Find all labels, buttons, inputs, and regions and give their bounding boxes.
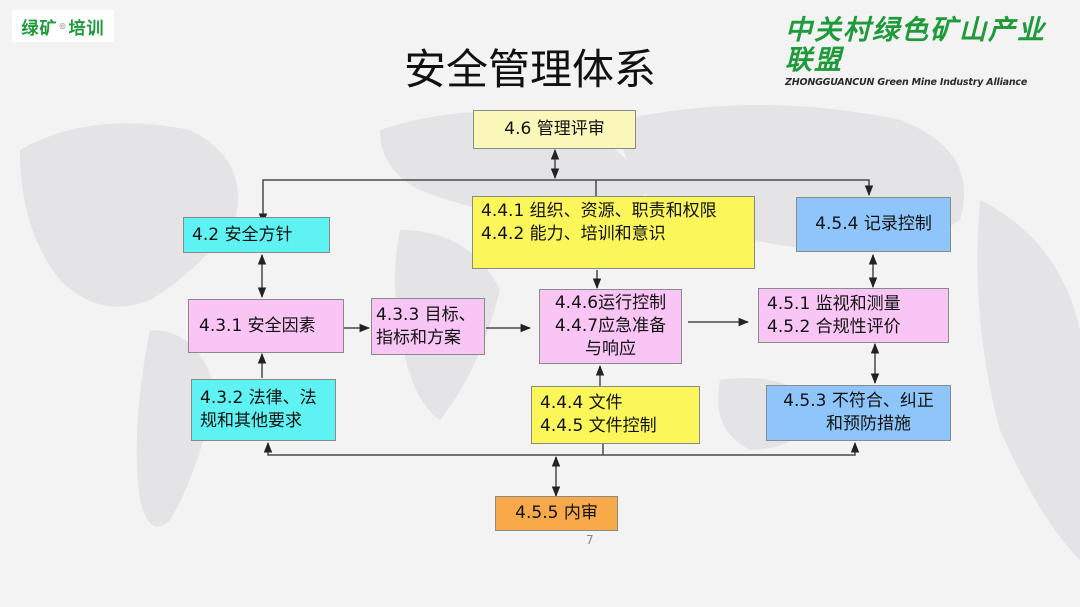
node-label: 指标和方案 bbox=[376, 327, 461, 348]
logo-left: 绿矿®培训 bbox=[12, 10, 114, 42]
page-title: 安全管理体系 bbox=[403, 45, 656, 94]
node-operation-control: 4.4.6运行控制 4.4.7应急准备 与响应 bbox=[539, 289, 682, 364]
registered-mark: ® bbox=[58, 21, 68, 31]
node-org-resources: 4.4.1 组织、资源、职责和权限 4.4.2 能力、培训和意识 bbox=[472, 196, 755, 269]
logo-left-part2: 培训 bbox=[68, 18, 105, 39]
node-legal-requirements: 4.3.2 法律、法 规和其他要求 bbox=[191, 379, 336, 441]
node-label: 4.4.6运行控制 bbox=[554, 293, 667, 313]
node-nonconformity: 4.5.3 不符合、纠正 和预防措施 bbox=[766, 385, 951, 441]
node-label: 4.3.3 目标、 bbox=[376, 304, 476, 325]
node-label: 和预防措施 bbox=[826, 414, 911, 434]
node-label: 4.2 安全方针 bbox=[192, 224, 293, 245]
node-label: 4.4.4 文件 bbox=[540, 393, 623, 413]
node-management-review: 4.6 管理评审 bbox=[473, 110, 636, 149]
node-internal-audit: 4.5.5 内审 bbox=[495, 496, 618, 531]
node-label: 4.5.1 监视和测量 bbox=[767, 293, 901, 314]
logo-right: 中关村绿色矿山产业联盟 ZHONGGUANCUN Green Mine Indu… bbox=[785, 15, 1060, 89]
node-label: 4.3.1 安全因素 bbox=[199, 315, 316, 336]
node-label: 4.5.4 记录控制 bbox=[815, 214, 932, 234]
alliance-name-en: ZHONGGUANCUN Green Mine Industry Allianc… bbox=[785, 77, 1028, 88]
node-documents: 4.4.4 文件 4.4.5 文件控制 bbox=[531, 386, 700, 444]
logo-left-part1: 绿矿 bbox=[21, 18, 58, 39]
node-monitoring: 4.5.1 监视和测量 4.5.2 合规性评价 bbox=[758, 288, 949, 343]
node-label: 4.3.2 法律、法 bbox=[200, 388, 317, 408]
node-label: 4.6 管理评审 bbox=[504, 119, 605, 139]
node-objectives: 4.3.3 目标、 指标和方案 bbox=[371, 298, 485, 355]
node-label: 4.4.5 文件控制 bbox=[540, 416, 657, 436]
node-label: 4.4.1 组织、资源、职责和权限 bbox=[481, 201, 717, 221]
node-label: 4.5.5 内审 bbox=[515, 503, 598, 523]
alliance-name-cn: 中关村绿色矿山产业联盟 bbox=[785, 15, 1046, 76]
node-label: 4.5.2 合规性评价 bbox=[767, 316, 901, 337]
node-label: 4.5.3 不符合、纠正 bbox=[783, 391, 934, 411]
page-number: 7 bbox=[586, 533, 594, 547]
node-safety-factors: 4.3.1 安全因素 bbox=[188, 299, 344, 353]
node-label: 4.4.2 能力、培训和意识 bbox=[481, 224, 666, 244]
node-label: 规和其他要求 bbox=[200, 411, 302, 431]
node-label: 4.4.7应急准备 bbox=[554, 316, 667, 336]
node-safety-policy: 4.2 安全方针 bbox=[183, 217, 330, 253]
node-records-control: 4.5.4 记录控制 bbox=[796, 197, 951, 252]
node-label: 与响应 bbox=[585, 339, 636, 359]
